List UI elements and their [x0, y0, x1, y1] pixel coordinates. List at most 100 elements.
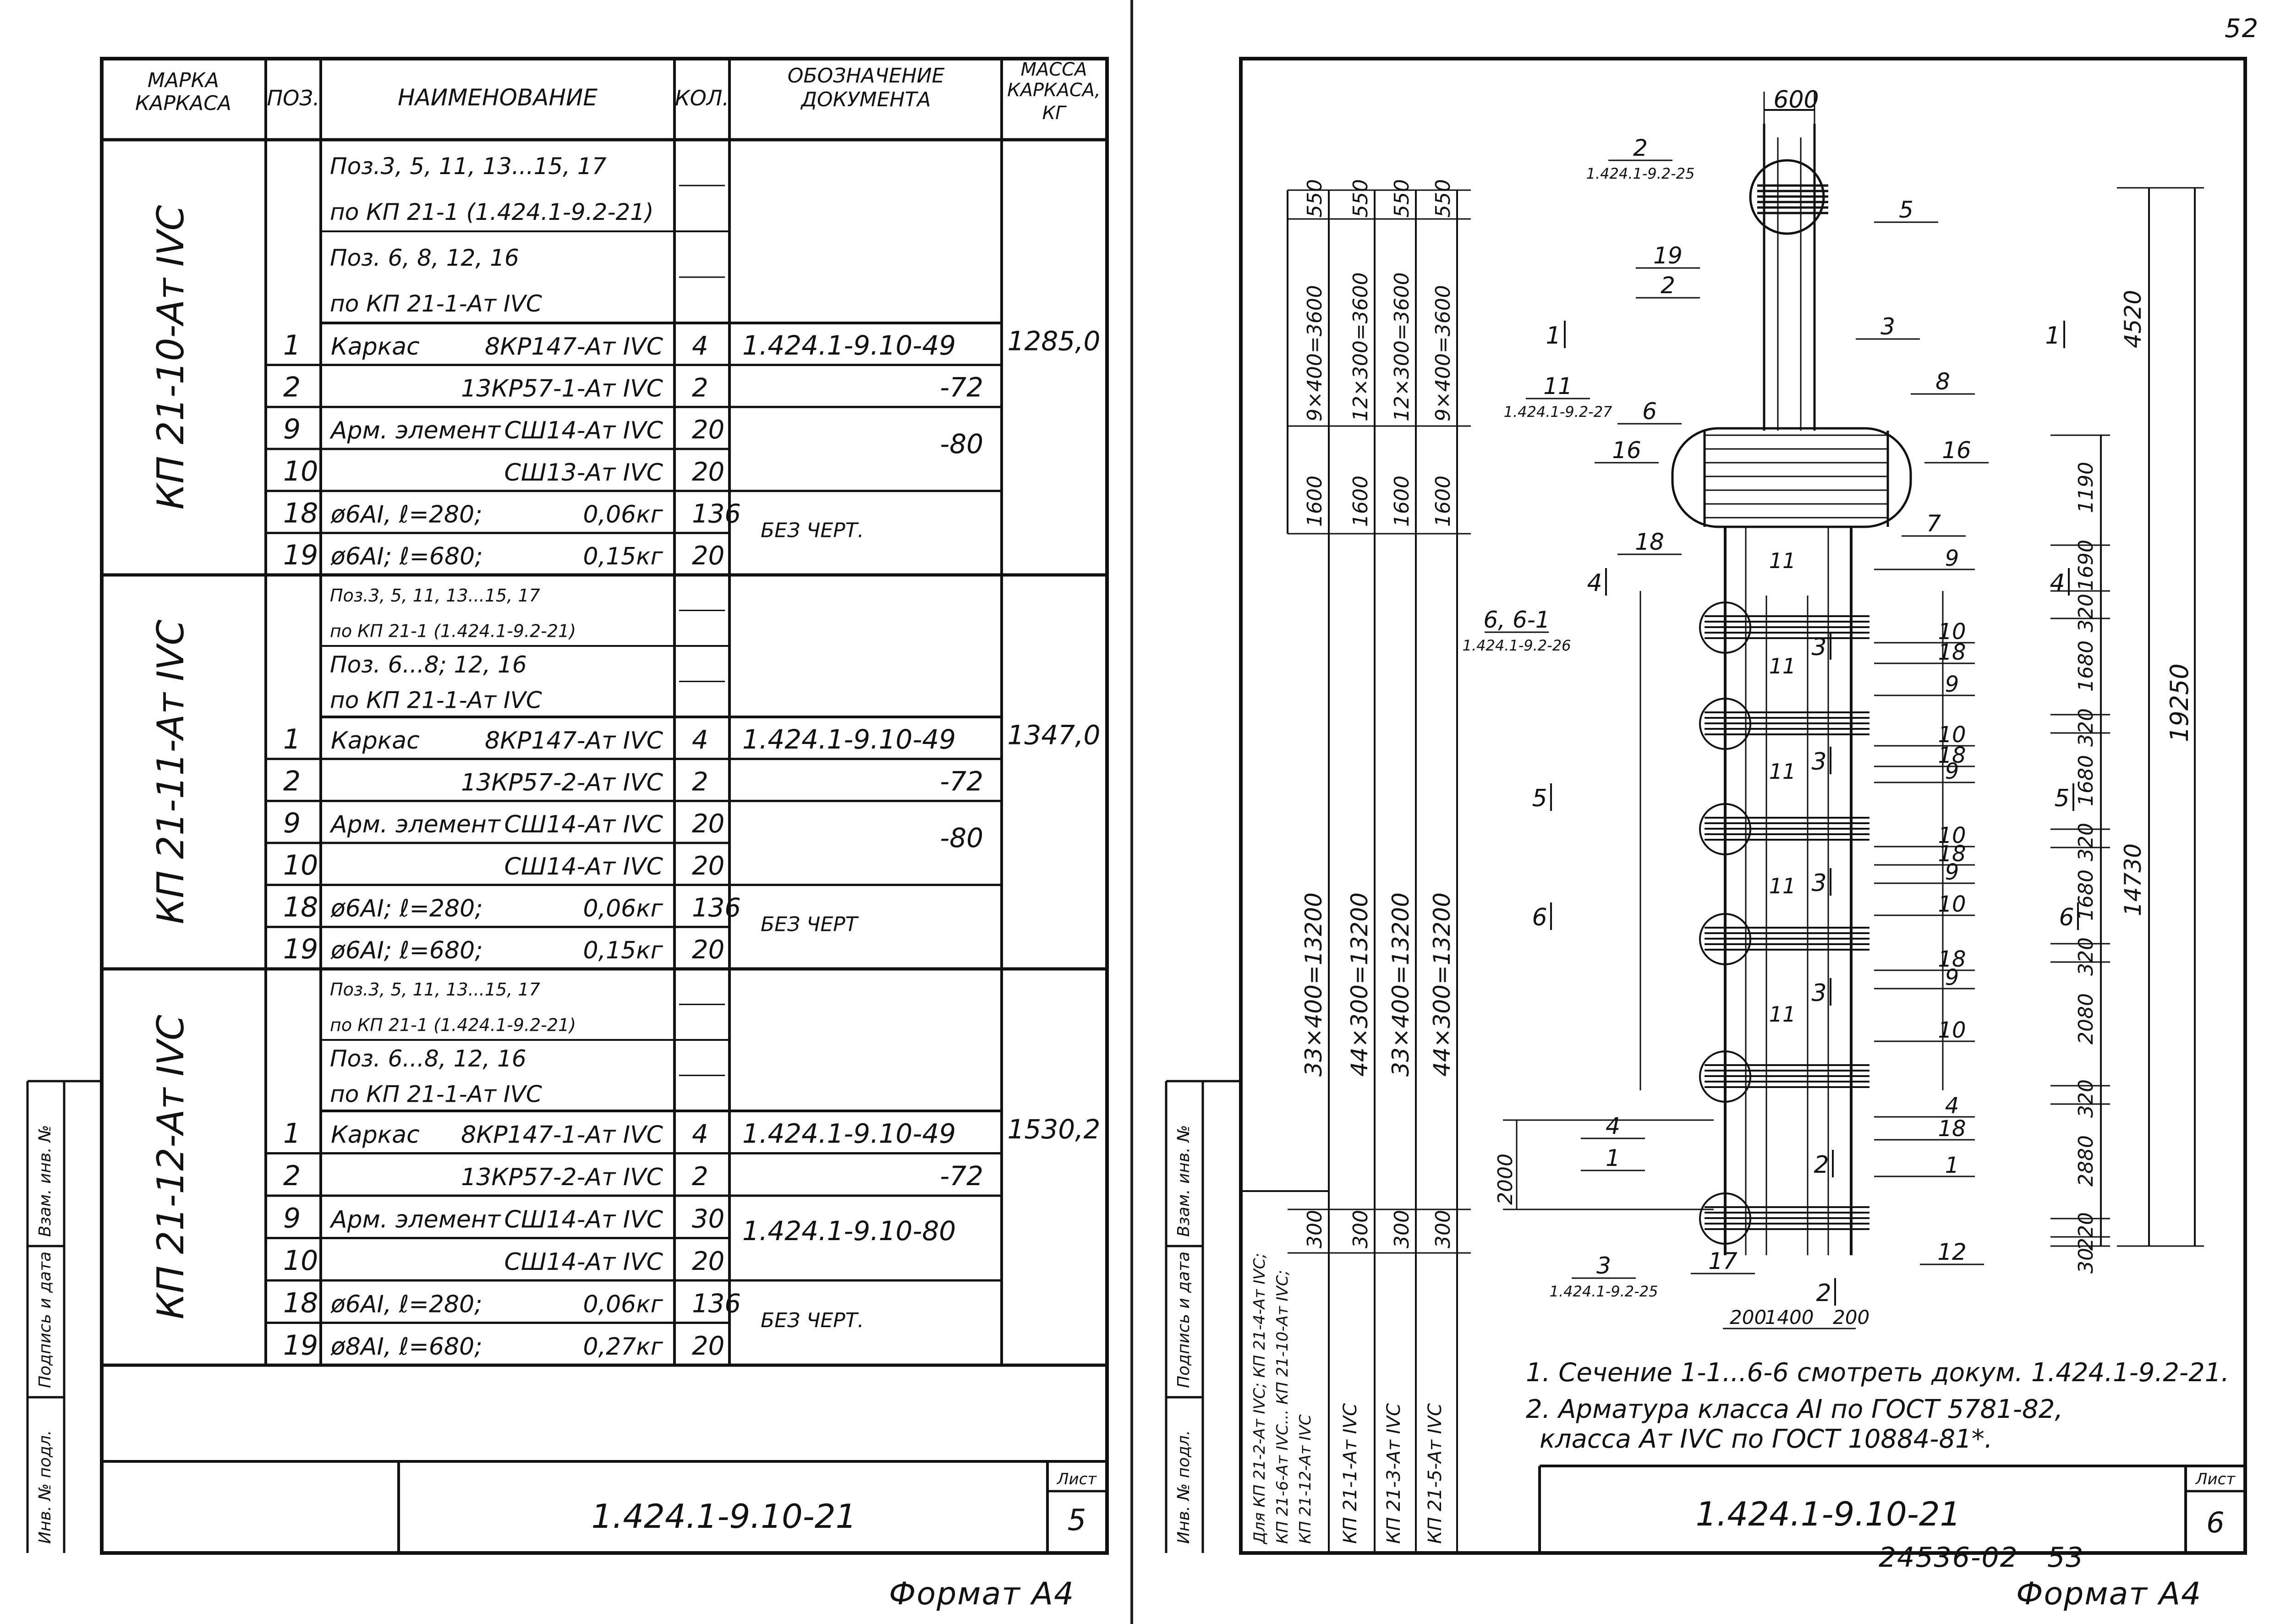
- note-line: Поз. 6...8; 12, 16: [330, 651, 527, 678]
- dim-overall-top: 600: [1773, 86, 1819, 114]
- row-doc: -80: [940, 822, 983, 853]
- side-stamp: Подпись и дата: [1174, 1252, 1193, 1388]
- right-leader-label: 10: [1938, 823, 1966, 848]
- row-qty: 2: [692, 1162, 708, 1192]
- row-name-a: ø8АI, ℓ=680;: [330, 1333, 482, 1361]
- section-mark: 1: [2045, 322, 2060, 350]
- row-name-a: ø6АI; ℓ=680;: [330, 937, 483, 964]
- row-name-b: 0,15кг: [583, 543, 663, 570]
- leader-label: 2: [1633, 135, 1648, 161]
- row-qty: 20: [692, 935, 724, 965]
- row-qty: 20: [692, 541, 724, 571]
- row-doc: -72: [940, 766, 983, 797]
- section-mark: 2: [1816, 1280, 1831, 1307]
- leader-label: 7: [1926, 510, 1941, 537]
- row-poz: 9: [283, 1202, 301, 1234]
- row-qty: 2: [692, 373, 708, 403]
- mass-value: 1530,2: [1008, 1114, 1101, 1145]
- side-label: КП 21-6-Ат IVС... КП 21-10-Ат IVС;: [1273, 1270, 1292, 1544]
- leader-sub: 1.424.1-9.2-27: [1504, 403, 1612, 421]
- row-poz: 1: [283, 329, 301, 361]
- row-doc: -72: [940, 372, 983, 403]
- row-poz: 18: [283, 497, 318, 529]
- side-label: КП 21-5-Ат IVС: [1425, 1403, 1446, 1544]
- row-name-a: Арм. элемент: [329, 417, 501, 444]
- row-name-b: 0,06кг: [583, 895, 663, 922]
- row-qty: 2: [692, 767, 708, 797]
- row-poz: 18: [283, 891, 318, 923]
- row-qty: 20: [692, 1331, 724, 1361]
- row-name-a: Арм. элемент: [329, 1206, 501, 1233]
- section-mark: 2: [1814, 1151, 1829, 1179]
- note-line: 2. Арматура класса АI по ГОСТ 5781-82,: [1526, 1394, 2063, 1424]
- row-name-b: 8КР147-Ат IVС: [485, 333, 663, 361]
- row-name-a: Каркас: [331, 1121, 420, 1148]
- dim-top: 550: [1390, 179, 1414, 218]
- inner-label: 11: [1769, 1002, 1796, 1027]
- side-label: Для КП 21-2-Ат IVС; КП 21-4-Ат IVС;: [1250, 1253, 1269, 1545]
- title-block-code: 1.424.1-9.10-21: [1696, 1495, 1961, 1533]
- dim-lower: 44×300=13200: [1346, 892, 1373, 1077]
- right-leader-label: 18: [1938, 743, 1966, 768]
- row-name-b: СШ14-Ат IVС: [504, 1248, 663, 1276]
- note-line: Поз.3, 5, 11, 13...15, 17: [330, 979, 540, 1000]
- note-line: Поз.3, 5, 11, 13...15, 17: [330, 585, 540, 606]
- right-leader-label: 10: [1938, 619, 1966, 645]
- section-mark: 5: [2054, 785, 2069, 812]
- dim-overall-lower: 14730: [2120, 843, 2146, 916]
- row-poz: 19: [283, 1329, 318, 1362]
- row-name-b: 13КР57-1-Ат IVС: [461, 375, 663, 402]
- inner-label: 11: [1769, 874, 1796, 898]
- row-qty: 30: [692, 1204, 724, 1234]
- right-leader-label: 18: [1938, 640, 1966, 665]
- dim-right: 2880: [2074, 1135, 2098, 1187]
- leader-label: 1: [1606, 1145, 1620, 1171]
- leader-label: 11: [1543, 373, 1573, 399]
- dim-upper: 12×300=3600: [1349, 272, 1372, 421]
- row-poz: 10: [283, 849, 318, 881]
- dim-lower: 33×400=13200: [1387, 892, 1414, 1077]
- dim-lower: 33×400=13200: [1300, 892, 1327, 1077]
- leader-label: 12: [1937, 1239, 1967, 1265]
- row-qty: 20: [692, 851, 724, 881]
- dim-bottom: 300: [1390, 1210, 1414, 1248]
- note-line: Поз. 6...8, 12, 16: [330, 1045, 526, 1072]
- marka-label: КП 21-12-Ат IVС: [149, 1015, 192, 1319]
- title-block-code: 1.424.1-9.10-21: [592, 1497, 857, 1536]
- leader-label: 19: [1653, 242, 1683, 269]
- row-poz: 1: [283, 1117, 301, 1149]
- side-stamp: Взам. инв. №: [1174, 1125, 1193, 1237]
- dim-right: 320: [2074, 823, 2098, 861]
- right-leader-label: 9: [1945, 965, 1959, 990]
- row-doc: 1.424.1-9.10-49: [742, 330, 956, 361]
- row-name-b: СШ14-Ат IVС: [504, 853, 663, 880]
- dim-bottom-b: 1400: [1765, 1306, 1814, 1329]
- right-leader-label: 9: [1945, 859, 1959, 885]
- row-qty: 20: [692, 809, 724, 839]
- row-poz: 9: [283, 807, 301, 839]
- right-leader-label: 10: [1938, 1017, 1966, 1043]
- leader-sub: 1.424.1-9.2-26: [1463, 637, 1571, 654]
- dim-2000: 2000: [1494, 1154, 1517, 1205]
- row-doc: 1.424.1-9.10-49: [742, 1118, 956, 1149]
- dim-right: 320: [2074, 594, 2098, 632]
- row-name-b: СШ14-Ат IVС: [504, 1206, 663, 1233]
- row-poz: 10: [283, 455, 318, 487]
- side-label: КП 21-12-Ат IVС: [1296, 1414, 1315, 1544]
- side-stamp: Инв. № подл.: [1174, 1430, 1193, 1544]
- dim-right: 1680: [2074, 869, 2098, 921]
- right-sheet: 5509×400=3600160033×400=1320030055012×30…: [1165, 57, 2247, 1555]
- dim-right: 30: [2074, 1248, 2098, 1274]
- right-leader-label: 9: [1945, 759, 1959, 784]
- note-line: по КП 21-1-Ат IVС: [330, 1081, 542, 1108]
- row-doc: БЕЗ ЧЕРТ: [761, 913, 859, 936]
- row-name-a: ø6АI, ℓ=280;: [330, 501, 482, 528]
- row-name-b: 0,27кг: [583, 1333, 663, 1361]
- row-qty: 20: [692, 1247, 724, 1276]
- dim-right: 320: [2074, 708, 2098, 747]
- row-qty: 4: [692, 331, 708, 361]
- row-qty: 20: [692, 415, 724, 445]
- dim-right: 320: [2074, 937, 2098, 976]
- row-name-a: ø6АI; ℓ=680;: [330, 543, 483, 570]
